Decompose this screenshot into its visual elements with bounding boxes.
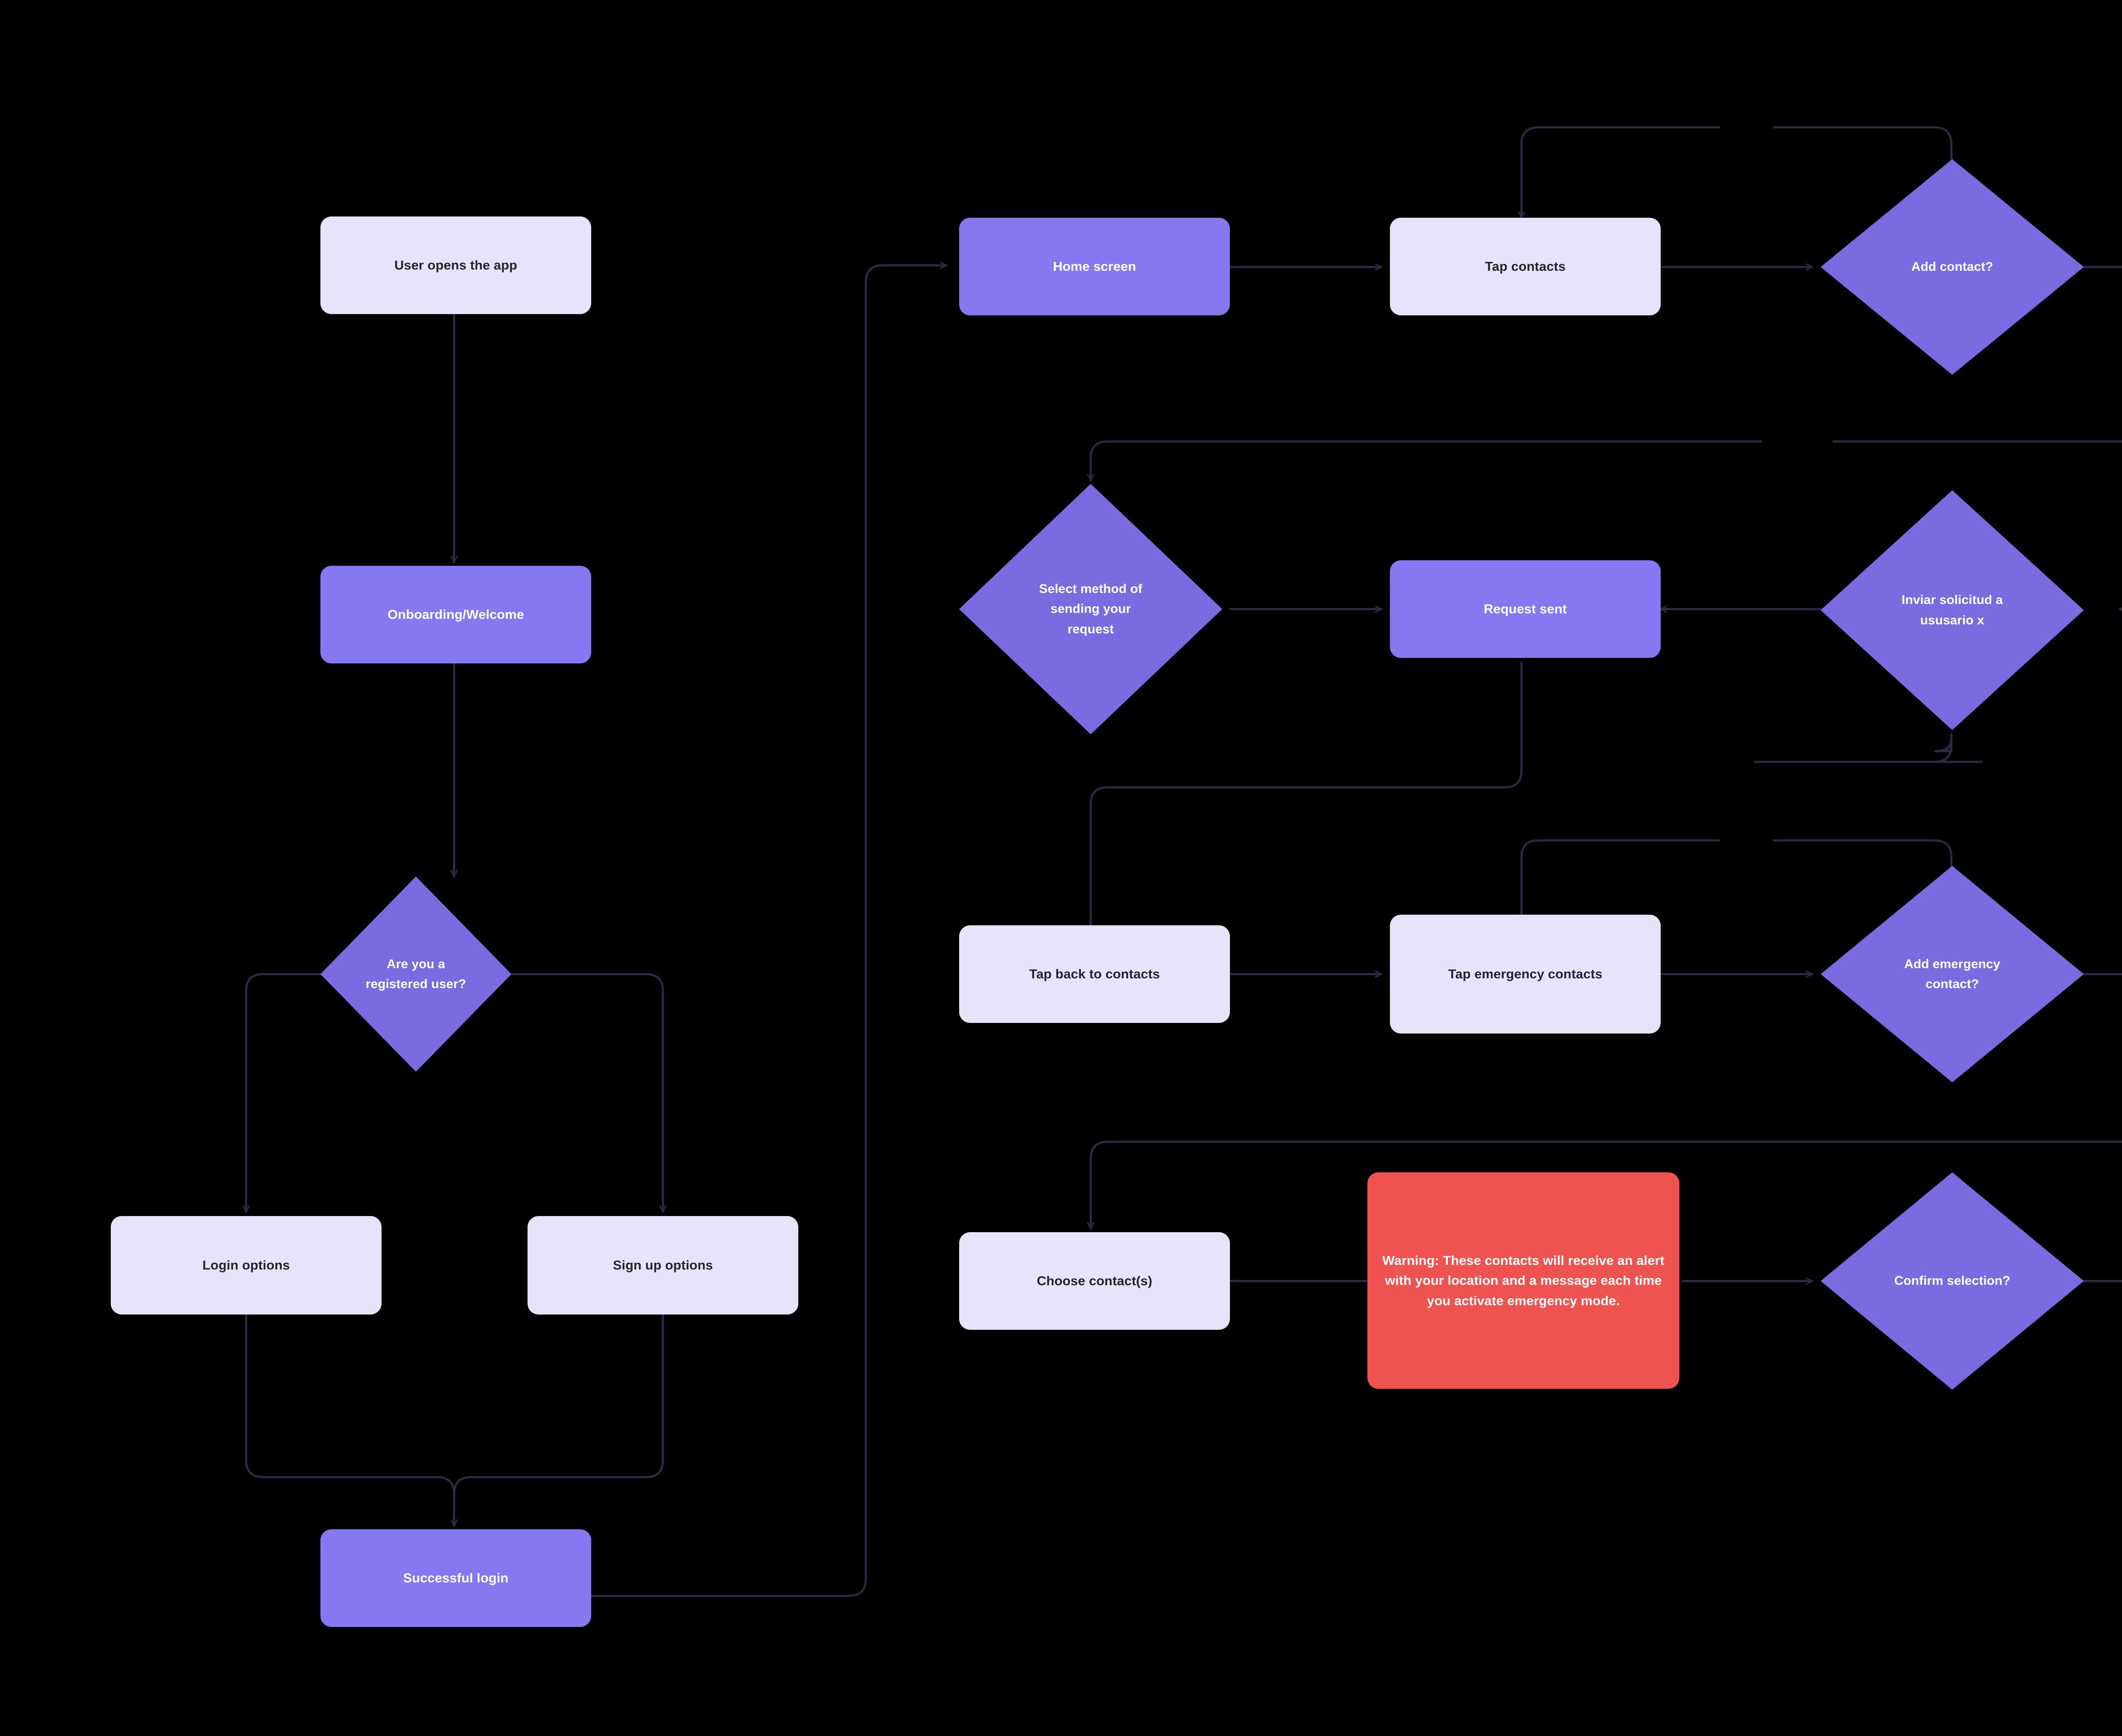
node-label: Tap back to contacts: [1029, 966, 1160, 982]
node-tap-back-to-contacts[interactable]: Tap back to contacts: [959, 925, 1230, 1023]
diamond-shape: [1821, 1172, 2084, 1390]
node-registered-user-question[interactable]: Are you a registered user?: [320, 876, 511, 1072]
edge-success-to-home: [589, 265, 948, 1597]
node-add-contact-question[interactable]: Add contact?: [1821, 159, 2084, 375]
diamond-shape: [959, 484, 1222, 734]
node-add-emergency-contact-question[interactable]: Add emergency contact?: [1821, 866, 2084, 1082]
edge-contactlist-to-choose: [1091, 1140, 2122, 1230]
node-label: Sign up options: [613, 1258, 713, 1273]
edge-invite-to-select-a: [1832, 440, 2122, 443]
edge-login-to-success: [245, 1313, 454, 1527]
node-label: User opens the app: [394, 258, 517, 273]
edge-registered-to-login: [246, 973, 398, 1213]
node-user-opens-app[interactable]: User opens the app: [320, 216, 591, 314]
node-select-method-question[interactable]: Select method of sending your request: [959, 484, 1222, 734]
node-label: Tap contacts: [1485, 259, 1566, 274]
node-choose-contacts[interactable]: Choose contact(s): [959, 1232, 1230, 1330]
edge-registered-to-signup: [510, 973, 663, 1213]
node-onboarding-welcome[interactable]: Onboarding/Welcome: [320, 566, 591, 663]
node-request-sent[interactable]: Request sent: [1390, 560, 1661, 658]
node-inviar-solicitud-question[interactable]: Inviar solicitud a ususario x: [1821, 490, 2084, 730]
node-label: Choose contact(s): [1036, 1273, 1153, 1289]
node-tap-contacts[interactable]: Tap contacts: [1390, 218, 1661, 315]
edge-add-emerg-loop-a: [1773, 839, 1953, 871]
node-label: Request sent: [1484, 601, 1567, 617]
diamond-shape: [1821, 159, 2084, 375]
node-signup-options[interactable]: Sign up options: [528, 1216, 798, 1315]
edge-inviar-loop-a: [1934, 733, 1953, 753]
edge-add-emerg-loop-b: [1521, 839, 1720, 922]
node-warning-note[interactable]: Warning: These contacts will receive an …: [1367, 1172, 1679, 1389]
node-label: Successful login: [403, 1570, 508, 1586]
node-label: Tap emergency contacts: [1448, 966, 1603, 982]
edge-inviar-loop-b: [1754, 735, 1953, 763]
edge-request-to-tapback: [1091, 661, 1523, 952]
edge-add-contact-loop-b: [1521, 126, 1720, 219]
diamond-shape: [320, 876, 511, 1072]
node-label: Warning: These contacts will receive an …: [1382, 1253, 1664, 1308]
node-label: Login options: [202, 1258, 290, 1273]
node-login-options[interactable]: Login options: [111, 1216, 382, 1315]
node-home-screen[interactable]: Home screen: [959, 218, 1230, 315]
node-confirm-selection-question[interactable]: Confirm selection?: [1821, 1172, 2084, 1390]
node-successful-login[interactable]: Successful login: [320, 1529, 591, 1627]
edge-signup-to-success: [453, 1313, 664, 1527]
node-label: Onboarding/Welcome: [387, 607, 524, 622]
diamond-shape: [1821, 490, 2084, 730]
diamond-shape: [1821, 866, 2084, 1082]
node-label: Home screen: [1053, 259, 1136, 274]
edge-add-contact-loop-a: [1773, 126, 1953, 166]
edge-invite-to-select-b: [1091, 440, 1763, 482]
node-tap-emergency-contacts[interactable]: Tap emergency contacts: [1390, 915, 1661, 1034]
